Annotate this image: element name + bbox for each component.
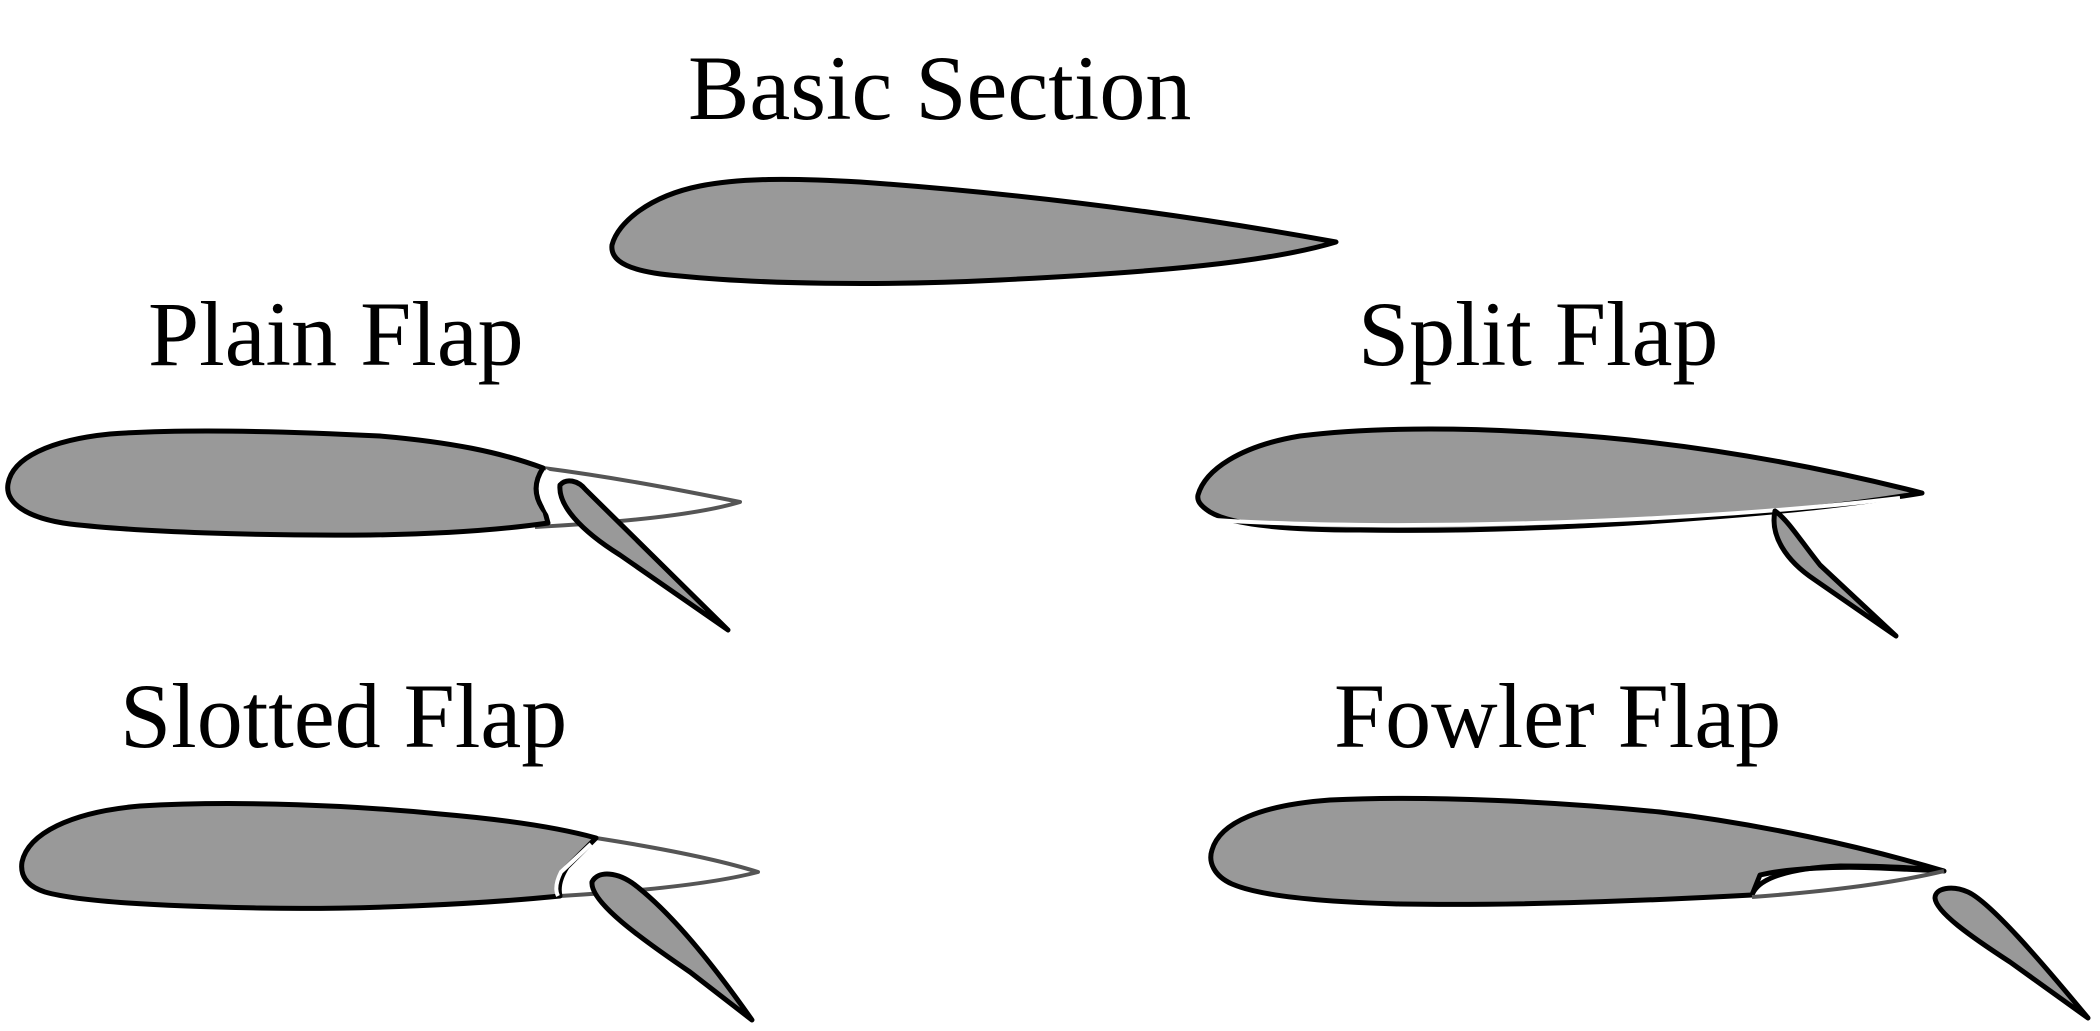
slotted-main-wing xyxy=(19,801,599,911)
plain-flap-airfoil xyxy=(5,428,742,633)
plain-hinge-gap xyxy=(540,469,557,522)
split-flap-label: Split Flap xyxy=(1358,283,1719,385)
split-lower-surface-line xyxy=(1214,496,1901,528)
split-flap-airfoil xyxy=(1195,426,1925,639)
split-deflected-flap xyxy=(1771,508,1899,639)
slotted-flap-label: Slotted Flap xyxy=(120,665,568,767)
plain-deflected-flap xyxy=(557,478,731,633)
basic-airfoil xyxy=(609,176,1339,286)
fowler-flap-airfoil xyxy=(1208,795,2091,1021)
slotted-deflected-flap xyxy=(589,871,755,1023)
plain-main-wing xyxy=(5,428,551,538)
fowler-cove-line xyxy=(1749,863,1945,897)
fowler-flap-label: Fowler Flap xyxy=(1334,665,1782,767)
basic-section-airfoil xyxy=(609,176,1339,286)
split-main-wing xyxy=(1195,426,1925,533)
slotted-slot-edge xyxy=(554,842,593,897)
plain-flap-label: Plain Flap xyxy=(148,283,524,385)
fowler-stowed-outline xyxy=(1751,869,1945,899)
basic-section-label: Basic Section xyxy=(688,37,1192,139)
fowler-deflected-flap xyxy=(1932,885,2091,1021)
slotted-flap-airfoil xyxy=(19,801,760,1023)
